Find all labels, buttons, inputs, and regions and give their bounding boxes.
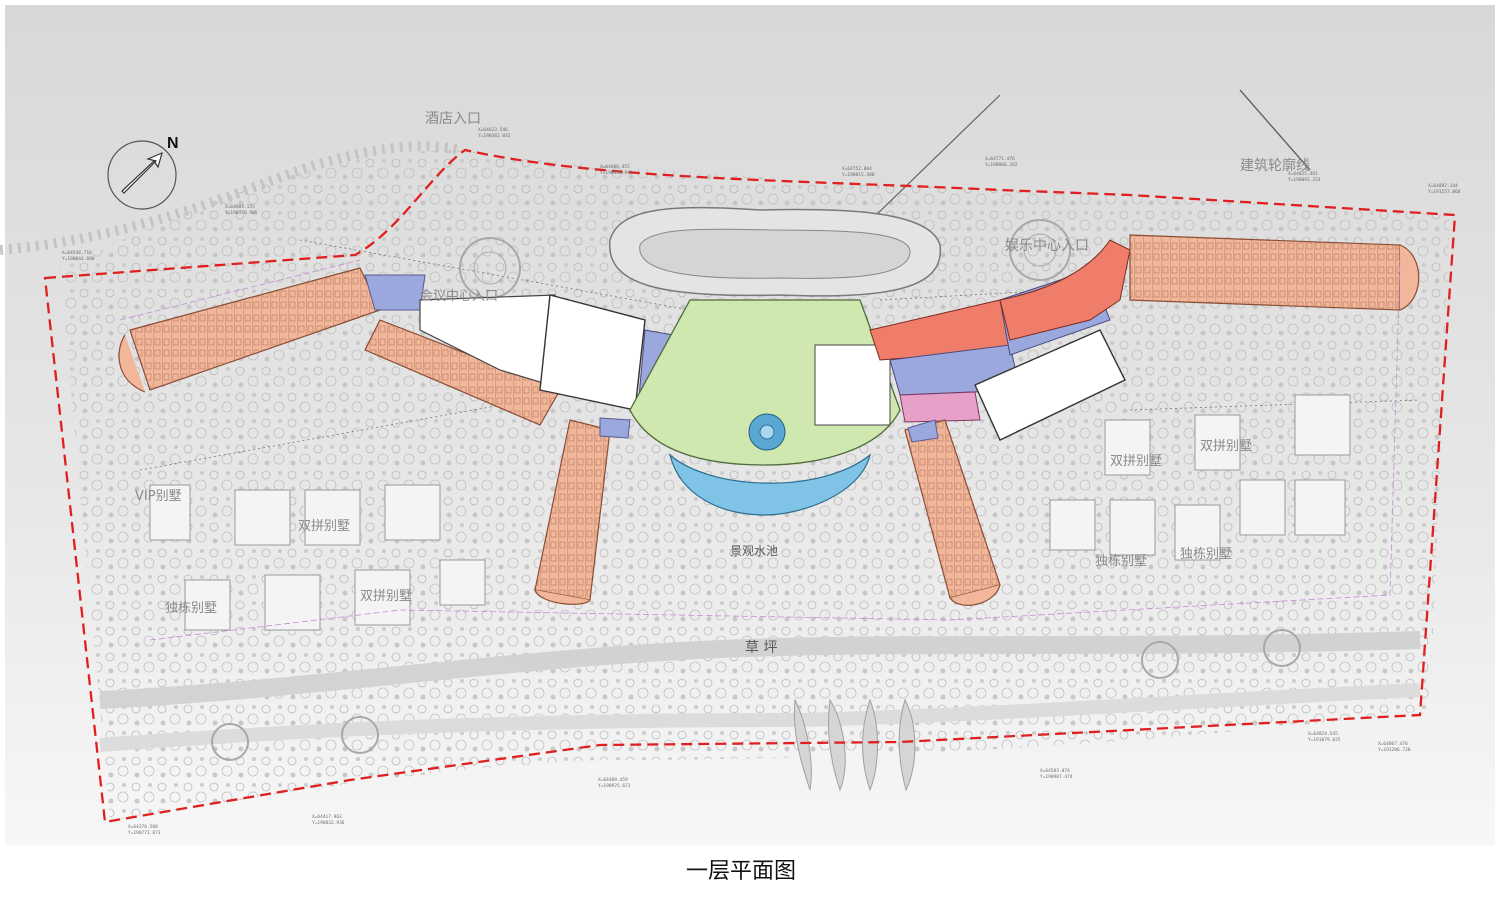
svg-text:Y=190044.680: Y=190044.680 [62, 256, 95, 262]
north-arrow: N [107, 135, 179, 210]
svg-text:Y=190771.073: Y=190771.073 [128, 830, 161, 836]
svg-text:Y=190650.949: Y=190650.949 [600, 170, 633, 176]
west-guest-wing [118, 267, 561, 426]
north-label: N [167, 135, 179, 152]
compass-circle [107, 140, 177, 210]
label-single-villa: 独栋别墅 [1180, 546, 1232, 562]
svg-text:X=64417.963: X=64417.963 [312, 814, 342, 820]
svg-text:X=64604.155: X=64604.155 [225, 204, 255, 210]
svg-text:X=64488.459: X=64488.459 [598, 777, 628, 783]
label-building-outline: 建筑轮廓线 [1240, 157, 1310, 174]
svg-text:Y=190925.671: Y=190925.671 [598, 783, 631, 789]
label-twin-villa: 双拼别墅 [360, 589, 412, 604]
svg-text:X=64623.546: X=64623.546 [478, 127, 508, 133]
svg-text:X=64680.455: X=64680.455 [600, 164, 630, 170]
main-lobby [629, 299, 901, 516]
villa-blocks [149, 394, 1351, 631]
svg-text:Y=190966.262: Y=190966.262 [985, 162, 1018, 168]
svg-text:X=64892.144: X=64892.144 [1428, 183, 1458, 189]
label-twin-villa: 双拼别墅 [1110, 454, 1162, 469]
label-landscape-pool: 景观水池 [730, 544, 778, 558]
site-boundary [43, 148, 1457, 824]
drawing-caption: 一层平面图 [686, 859, 796, 884]
entrance-driveway [609, 206, 942, 297]
southeast-guest-wing [904, 419, 1001, 606]
label-entertainment-entrance: 娱乐中心入口 [1005, 238, 1089, 254]
label-single-villa: 独栋别墅 [165, 600, 217, 616]
svg-text:X=64376.508: X=64376.508 [128, 824, 158, 830]
svg-text:X=64867.476: X=64867.476 [1378, 741, 1408, 747]
label-hotel-entrance: 酒店入口 [425, 111, 481, 127]
landscape-circles [211, 219, 1301, 761]
svg-text:Y=190987.474: Y=190987.474 [1040, 774, 1073, 780]
jetty-boats [793, 698, 916, 792]
svg-text:X=64824.545: X=64824.545 [1308, 731, 1338, 737]
svg-text:Y=190093.253: Y=190093.253 [1288, 177, 1321, 183]
building-setback-line [119, 259, 1401, 641]
svg-text:X=64583.074: X=64583.074 [1040, 768, 1070, 774]
svg-text:X=64548.716: X=64548.716 [62, 250, 92, 256]
fountain-icon [748, 413, 786, 451]
svg-text:Y=190370.985: Y=190370.985 [225, 210, 258, 216]
svg-text:X=64771.476: X=64771.476 [985, 156, 1015, 162]
east-guest-wing [1129, 234, 1420, 311]
svg-text:Y=191157.868: Y=191157.868 [1428, 189, 1461, 195]
label-lawn: 草 坪 [745, 640, 777, 656]
label-conference-entrance: 会议中心入口 [420, 289, 498, 304]
svg-text:Y=190832.936: Y=190832.936 [312, 820, 345, 826]
southwest-guest-wing [534, 417, 631, 605]
svg-text:Y=190382.032: Y=190382.032 [478, 133, 511, 139]
label-twin-villa: 双拼别墅 [1200, 439, 1252, 454]
north-arrow-icon [121, 151, 163, 194]
svg-text:X=64752.804: X=64752.804 [842, 166, 872, 172]
label-vip-villa: VIP别墅 [135, 489, 182, 504]
label-single-villa: 独栋别墅 [1095, 553, 1147, 569]
east-service-blocks [869, 239, 1131, 441]
svg-text:Y=190815.480: Y=190815.480 [842, 172, 875, 178]
svg-text:X=64825.461: X=64825.461 [1288, 171, 1318, 177]
plan-labels: 酒店入口 建筑轮廓线 娱乐中心入口 会议中心入口 景观水池 草 坪 VIP别墅 … [135, 111, 1310, 656]
svg-text:Y=191206.728: Y=191206.728 [1378, 747, 1411, 753]
svg-text:Y=191079.825: Y=191079.825 [1308, 737, 1341, 743]
label-twin-villa: 双拼别墅 [298, 519, 350, 534]
